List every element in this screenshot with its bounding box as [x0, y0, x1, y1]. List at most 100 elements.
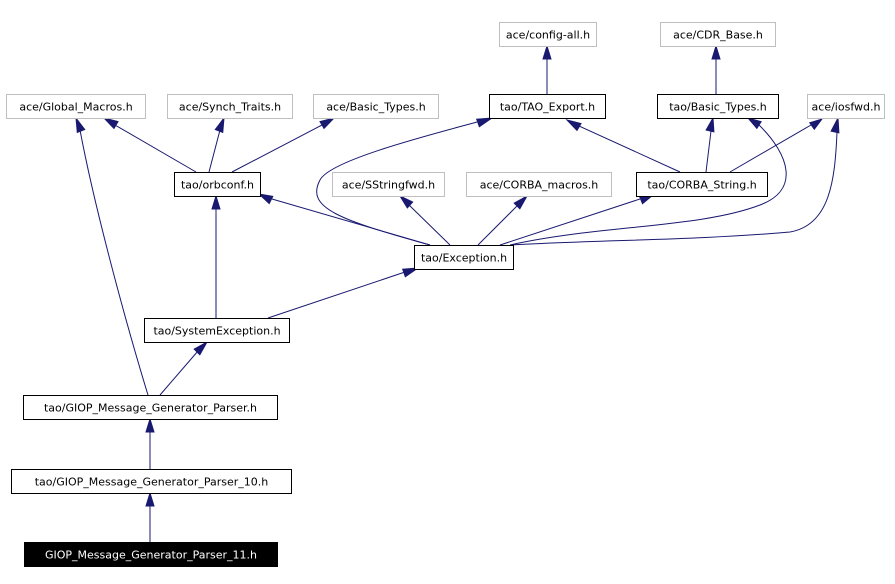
arrowhead: [319, 117, 336, 130]
edge-giop_parser_10-to-giop_parser: [145, 417, 155, 469]
arrowhead: [565, 119, 582, 132]
node-box: [11, 469, 292, 494]
edge-line: [729, 124, 812, 173]
node-label: ace/Global_Macros.h: [19, 101, 132, 114]
arrowhead: [214, 116, 225, 134]
node-giop-parser[interactable]: tao/GIOP_Message_Generator_Parser.h: [23, 395, 278, 420]
edge-line: [231, 124, 323, 173]
node-label: tao/TAO_Export.h: [500, 101, 595, 114]
node-config-all: ace/config-all.h: [499, 22, 597, 47]
node-sstringfwd: ace/SStringfwd.h: [332, 172, 445, 197]
node-box: [144, 318, 290, 343]
edge-giop_parser-to-global_macros: [75, 116, 149, 396]
edge-corba_string-to-tao_export: [565, 119, 681, 173]
edge-line: [499, 198, 641, 246]
edge-line: [408, 204, 451, 246]
arrowhead: [401, 267, 420, 278]
node-box: [657, 94, 779, 119]
node-box: [414, 245, 514, 270]
node-box: [24, 542, 278, 567]
node-box: [489, 94, 606, 119]
node-tao-export[interactable]: tao/TAO_Export.h: [489, 94, 606, 119]
edge-exception-to-tao_export: [316, 117, 494, 246]
edge-line: [578, 125, 681, 173]
edge-exception-to-corba_macros: [477, 194, 529, 246]
edge-line: [509, 123, 787, 246]
edge-tao_basic_types-to-cdr_base: [711, 44, 721, 94]
node-label: GIOP_Message_Generator_Parser_11.h: [45, 549, 257, 562]
node-box: [332, 172, 445, 197]
edge-giop_parser_11-to-giop_parser_10: [145, 491, 155, 542]
node-label: tao/Exception.h: [421, 252, 507, 265]
edge-line: [705, 130, 712, 173]
arrowhead: [145, 417, 155, 433]
node-label: ace/CORBA_macros.h: [480, 179, 599, 192]
node-synch-traits: ace/Synch_Traits.h: [167, 94, 293, 119]
edge-exception-to-iosfwd: [509, 116, 840, 246]
node-box: [6, 94, 146, 119]
node-corba-macros: ace/CORBA_macros.h: [466, 172, 612, 197]
edge-line: [316, 121, 478, 246]
node-label: tao/Basic_Types.h: [669, 101, 767, 114]
node-label: ace/CDR_Base.h: [673, 29, 763, 42]
arrowhead: [193, 340, 209, 356]
node-label: tao/CORBA_String.h: [647, 179, 756, 192]
node-label: ace/Synch_Traits.h: [179, 101, 281, 114]
node-label: ace/SStringfwd.h: [342, 179, 435, 192]
edge-exception-to-sstringfwd: [398, 194, 451, 246]
edge-corba_string-to-tao_basic_types: [705, 116, 715, 173]
node-exception[interactable]: tao/Exception.h: [414, 245, 514, 270]
edge-line: [267, 271, 406, 319]
node-box: [23, 395, 278, 420]
arrowhead: [145, 491, 155, 507]
node-label: ace/config-all.h: [506, 29, 590, 42]
edge-system_exception-to-exception: [267, 267, 420, 319]
node-global-macros: ace/Global_Macros.h: [6, 94, 146, 119]
node-box: [174, 172, 261, 197]
edge-orbconf-to-global_macros: [102, 117, 197, 173]
node-label: tao/orbconf.h: [181, 179, 254, 192]
arrowhead: [830, 116, 840, 134]
edge-system_exception-to-orbconf: [211, 194, 221, 318]
edge-line: [208, 129, 221, 173]
node-box: [636, 172, 768, 197]
graph-edges: [75, 44, 840, 542]
arrowhead: [711, 44, 721, 60]
node-system-exception[interactable]: tao/SystemException.h: [144, 318, 290, 343]
edge-line: [509, 131, 838, 246]
node-box: [466, 172, 612, 197]
edge-line: [79, 129, 149, 396]
node-ace-basic-types: ace/Basic_Types.h: [313, 94, 439, 119]
edge-giop_parser-to-system_exception: [159, 340, 209, 396]
arrowhead: [398, 194, 414, 209]
arrowhead: [542, 44, 552, 60]
edge-line: [477, 204, 519, 246]
node-cdr-base: ace/CDR_Base.h: [660, 22, 776, 47]
node-giop-parser-10[interactable]: tao/GIOP_Message_Generator_Parser_10.h: [11, 469, 292, 494]
node-orbconf[interactable]: tao/orbconf.h: [174, 172, 261, 197]
edge-tao_export-to-config_all: [542, 44, 552, 94]
edge-exception-to-tao_basic_types: [509, 117, 787, 246]
node-box: [807, 94, 885, 119]
arrowhead: [75, 116, 86, 134]
node-giop-parser-11[interactable]: GIOP_Message_Generator_Parser_11.h: [24, 542, 278, 567]
arrowhead: [513, 194, 529, 210]
node-box: [660, 22, 776, 47]
node-label: ace/iosfwd.h: [812, 101, 881, 114]
arrowhead: [257, 193, 274, 205]
edge-line: [159, 350, 199, 396]
arrowhead: [746, 117, 762, 130]
arrowhead: [475, 117, 494, 128]
node-label: tao/GIOP_Message_Generator_Parser_10.h: [35, 476, 269, 489]
edge-corba_string-to-iosfwd: [729, 118, 824, 173]
arrowhead: [705, 116, 715, 133]
arrowhead: [211, 194, 221, 210]
node-label: tao/SystemException.h: [153, 325, 280, 338]
edge-line: [114, 124, 197, 173]
arrowhead: [808, 118, 824, 131]
node-corba-string[interactable]: tao/CORBA_String.h: [636, 172, 768, 197]
arrowhead: [102, 117, 119, 130]
node-iosfwd: ace/iosfwd.h: [807, 94, 885, 119]
graph-nodes: ace/config-all.h ace/CDR_Base.h ace/Global…: [6, 22, 885, 567]
node-tao-basic-types[interactable]: tao/Basic_Types.h: [657, 94, 779, 119]
